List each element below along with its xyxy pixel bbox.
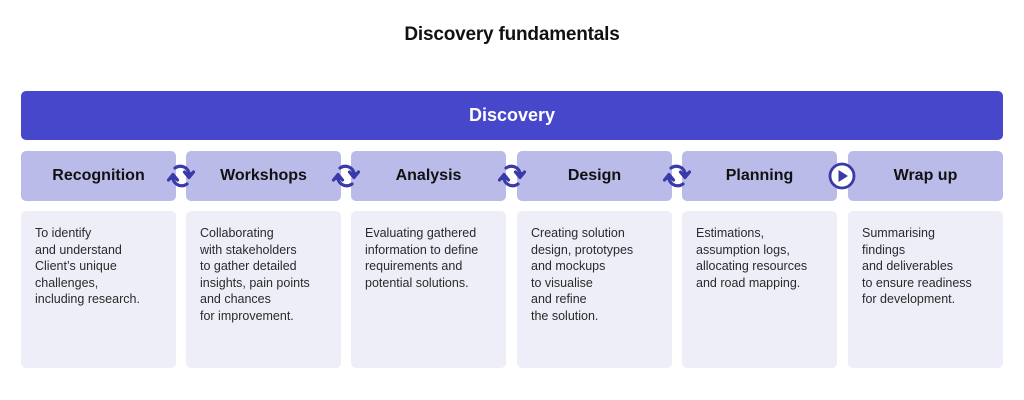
cycle-arrows-icon	[496, 160, 528, 192]
page-title: Discovery fundamentals	[404, 24, 620, 45]
stage-header: Planning	[682, 151, 837, 201]
stage-header: Recognition	[21, 151, 176, 201]
cycle-arrows-icon	[661, 160, 693, 192]
play-circle-icon	[826, 160, 858, 192]
stage-header: Design	[517, 151, 672, 201]
stage-name: Wrap up	[893, 167, 958, 184]
stage-header: Wrap up	[848, 151, 1003, 201]
stage-name: Workshops	[220, 167, 307, 184]
stage-header: Analysis	[351, 151, 506, 201]
stage-description: Collaborating with stakeholders to gathe…	[186, 211, 341, 368]
stage-name: Design	[567, 167, 622, 184]
stage-name: Analysis	[395, 167, 462, 184]
stage-description: Summarising findings and deliverables to…	[848, 211, 1003, 368]
discovery-banner: Discovery	[21, 91, 1003, 140]
banner-label: Discovery	[468, 105, 556, 125]
stage-header: Workshops	[186, 151, 341, 201]
stage-name: Recognition	[52, 167, 145, 184]
stage-description: Evaluating gathered information to defin…	[351, 211, 506, 368]
stage-description: Estimations, assumption logs, allocating…	[682, 211, 837, 368]
cycle-arrows-icon	[165, 160, 197, 192]
cycle-arrows-icon	[330, 160, 362, 192]
stage-description: Creating solution design, prototypes and…	[517, 211, 672, 368]
stage-description: To identify and understand Client’s uniq…	[21, 211, 176, 368]
stage-name: Planning	[725, 167, 794, 184]
